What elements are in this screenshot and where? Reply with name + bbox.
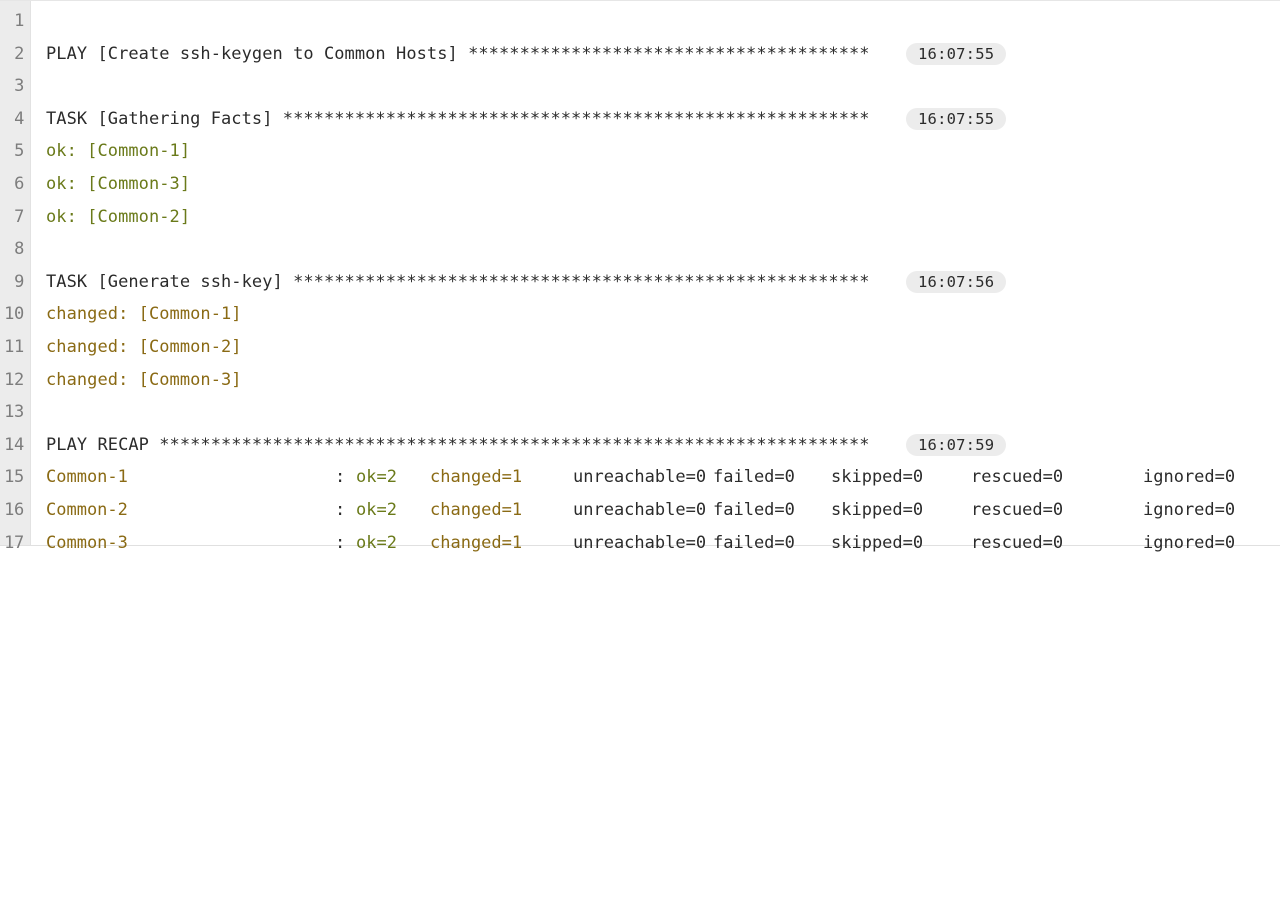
line-number: 6 (14, 173, 24, 194)
recap-failed: failed=0 (713, 467, 795, 488)
console-line: 8 (0, 233, 1280, 266)
line-number: 17 (4, 532, 24, 553)
line-number: 7 (14, 206, 24, 227)
timestamp-badge: 16:07:55 (906, 108, 1007, 131)
console-lines: 1 2 PLAY [Create ssh-keygen to Common Ho… (0, 5, 1280, 553)
line-text: PLAY RECAP *****************************… (46, 434, 870, 455)
recap-row: 17 Common-3 : ok=2 changed=1 unreachable… (0, 527, 1280, 560)
recap-row: 15 Common-1 : ok=2 changed=1 unreachable… (0, 461, 1280, 494)
recap-host: Common-1 (46, 467, 128, 488)
recap-ok: ok=2 (356, 532, 397, 553)
line-number: 8 (14, 239, 24, 260)
line-text: TASK [Generate ssh-key] ****************… (46, 271, 870, 292)
line-text: TASK [Gathering Facts] *****************… (46, 108, 870, 129)
recap-host: Common-2 (46, 499, 128, 520)
recap-skipped: skipped=0 (831, 467, 924, 488)
recap-ok: ok=2 (356, 467, 397, 488)
line-text: changed: [Common-2] (46, 336, 242, 357)
recap-rescued: rescued=0 (971, 532, 1064, 553)
recap-rescued: rescued=0 (971, 467, 1064, 488)
recap-unreachable: unreachable=0 (573, 467, 707, 488)
recap-ok: ok=2 (356, 499, 397, 520)
line-number: 13 (4, 402, 24, 423)
console-line-ok: 7 ok: [Common-2] (0, 201, 1280, 234)
console-line: 13 (0, 396, 1280, 429)
line-number: 9 (14, 271, 24, 292)
recap-separator: : (335, 532, 346, 553)
recap-host: Common-3 (46, 532, 128, 553)
line-text: ok: [Common-2] (46, 206, 191, 227)
recap-row: 16 Common-2 : ok=2 changed=1 unreachable… (0, 494, 1280, 527)
timestamp-badge: 16:07:55 (906, 43, 1007, 66)
line-text: ok: [Common-3] (46, 173, 191, 194)
recap-rescued: rescued=0 (971, 499, 1064, 520)
console-line-changed: 12 changed: [Common-3] (0, 364, 1280, 397)
console-line-play-header: 2 PLAY [Create ssh-keygen to Common Host… (0, 38, 1280, 71)
line-number: 12 (4, 369, 24, 390)
line-number: 15 (4, 467, 24, 488)
recap-failed: failed=0 (713, 532, 795, 553)
line-number-gutter (0, 1, 31, 545)
recap-changed: changed=1 (430, 499, 523, 520)
recap-skipped: skipped=0 (831, 532, 924, 553)
recap-ignored: ignored=0 (1143, 499, 1236, 520)
line-number: 2 (14, 43, 24, 64)
recap-separator: : (335, 499, 346, 520)
line-number: 5 (14, 141, 24, 162)
line-text: PLAY [Create ssh-keygen to Common Hosts]… (46, 43, 870, 64)
recap-unreachable: unreachable=0 (573, 499, 707, 520)
console-line-task-gathering-facts: 4 TASK [Gathering Facts] ***************… (0, 103, 1280, 136)
line-number: 11 (4, 336, 24, 357)
console-line-changed: 10 changed: [Common-1] (0, 298, 1280, 331)
line-number: 3 (14, 76, 24, 97)
timestamp-badge: 16:07:59 (906, 434, 1007, 457)
line-number: 14 (4, 434, 24, 455)
ansible-output-console: 1 2 PLAY [Create ssh-keygen to Common Ho… (0, 0, 1280, 553)
console-line-play-recap: 14 PLAY RECAP **************************… (0, 429, 1280, 462)
line-number: 16 (4, 499, 24, 520)
line-number: 4 (14, 108, 24, 129)
console-line: 3 (0, 70, 1280, 103)
line-number: 10 (4, 304, 24, 325)
recap-ignored: ignored=0 (1143, 532, 1236, 553)
recap-failed: failed=0 (713, 499, 795, 520)
console-line-ok: 5 ok: [Common-1] (0, 135, 1280, 168)
console-line-task-generate-ssh-key: 9 TASK [Generate ssh-key] **************… (0, 266, 1280, 299)
recap-ignored: ignored=0 (1143, 467, 1236, 488)
timestamp-badge: 16:07:56 (906, 271, 1007, 294)
console-line-changed: 11 changed: [Common-2] (0, 331, 1280, 364)
console-line: 1 (0, 5, 1280, 38)
line-text: changed: [Common-3] (46, 369, 242, 390)
recap-changed: changed=1 (430, 532, 523, 553)
recap-separator: : (335, 467, 346, 488)
line-number: 1 (14, 11, 24, 31)
recap-changed: changed=1 (430, 467, 523, 488)
recap-skipped: skipped=0 (831, 499, 924, 520)
line-text: changed: [Common-1] (46, 304, 242, 325)
line-text: ok: [Common-1] (46, 141, 191, 162)
recap-unreachable: unreachable=0 (573, 532, 707, 553)
console-line-ok: 6 ok: [Common-3] (0, 168, 1280, 201)
